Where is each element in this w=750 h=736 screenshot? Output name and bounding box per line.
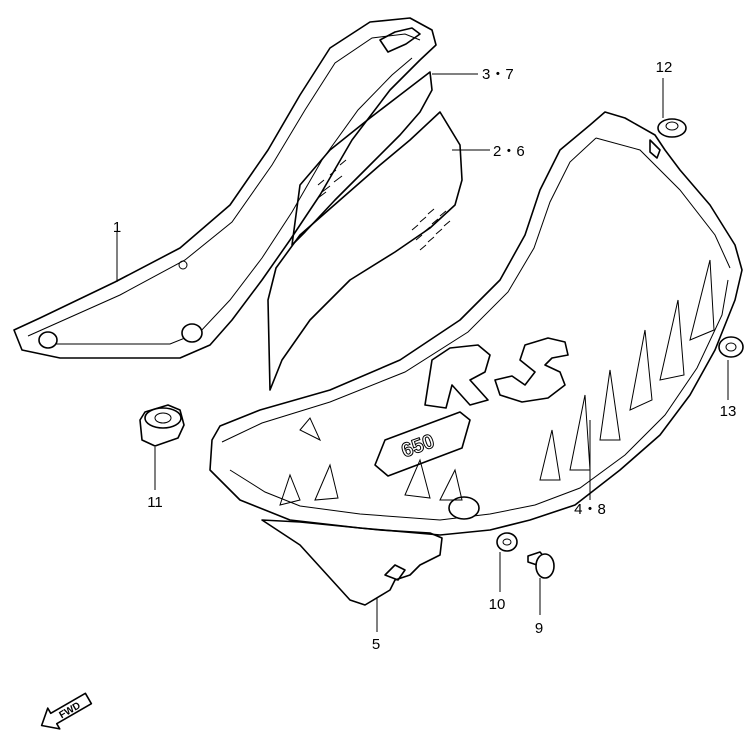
label-part-3-7: 3・7 [482, 66, 514, 83]
decal-650: 650 [374, 411, 471, 477]
decal-650-text: 650 [399, 430, 438, 462]
rs-decal-text: RS [487, 381, 489, 383]
label-part-10: 10 [489, 596, 506, 613]
fwd-label: FWD [57, 700, 82, 721]
decal-part-2-6 [267, 111, 463, 391]
grommet-part-13 [718, 336, 744, 358]
decal-part-3-7 [291, 71, 433, 246]
screw-part-9 [527, 551, 555, 579]
label-part-9: 9 [535, 620, 543, 637]
part-labels: 1 3・7 2・6 12 13 11 4・8 5 10 9 [113, 59, 737, 653]
label-part-2-6: 2・6 [493, 143, 525, 160]
washer-part-10 [496, 532, 518, 552]
frame-cover-part-1 [13, 17, 437, 359]
side-cover-part-4-8 [209, 111, 743, 536]
grommet-part-11 [139, 404, 185, 447]
label-part-4-8: 4・8 [574, 501, 606, 518]
lower-panel-part-5 [261, 519, 443, 606]
label-part-13: 13 [720, 403, 737, 420]
label-part-12: 12 [656, 59, 673, 76]
label-part-11: 11 [147, 494, 163, 511]
fwd-arrow-icon: FWD [40, 692, 93, 730]
leader-lines [116, 73, 729, 632]
rs-decal: RS [424, 337, 569, 409]
label-part-5: 5 [372, 636, 380, 653]
side-cover-graphics [279, 259, 715, 506]
label-part-1: 1 [113, 219, 121, 236]
grommet-part-12 [657, 118, 687, 138]
